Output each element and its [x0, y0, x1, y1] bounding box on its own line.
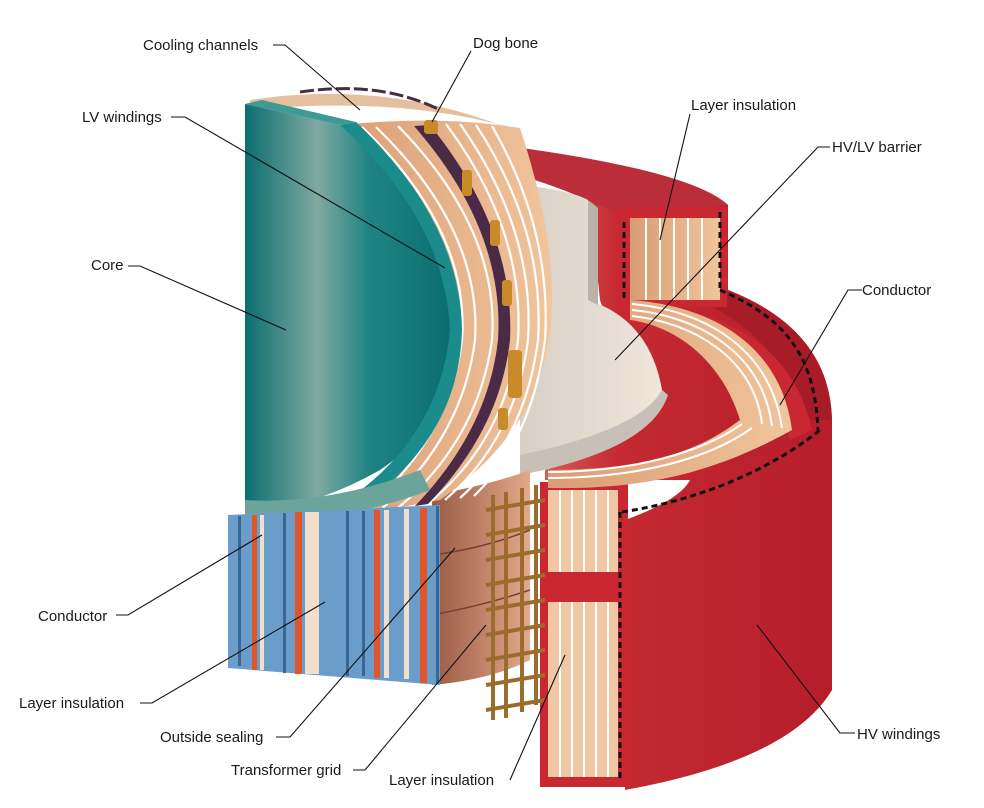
hv-lv-barrier	[520, 185, 668, 475]
label-layer-insulation-left: Layer insulation	[19, 695, 124, 712]
lv-windings	[250, 87, 552, 521]
outside-sealing	[431, 470, 531, 685]
label-core: Core	[91, 257, 124, 274]
lv-front-cut-face	[228, 505, 440, 685]
label-outside-sealing: Outside sealing	[160, 729, 263, 746]
diagram-labels: Cooling channels Dog bone LV windings Co…	[19, 35, 940, 789]
transformer-grid	[485, 485, 546, 720]
label-conductor-left: Conductor	[38, 608, 107, 625]
dog-bone-spacers	[424, 120, 522, 430]
label-dog-bone: Dog bone	[473, 35, 538, 52]
hv-top-cut-face	[615, 207, 727, 307]
label-layer-insulation-top: Layer insulation	[691, 97, 796, 114]
hv-front-cut-face	[540, 482, 628, 787]
leader-lines	[116, 44, 862, 781]
label-lv-windings: LV windings	[82, 109, 162, 126]
label-hv-lv-barrier: HV/LV barrier	[832, 139, 922, 156]
label-cooling-channels: Cooling channels	[143, 37, 258, 54]
label-conductor-right: Conductor	[862, 282, 931, 299]
label-layer-insulation-bottom: Layer insulation	[389, 772, 494, 789]
core	[245, 100, 462, 518]
label-hv-windings: HV windings	[857, 726, 940, 743]
label-transformer-grid: Transformer grid	[231, 762, 341, 779]
